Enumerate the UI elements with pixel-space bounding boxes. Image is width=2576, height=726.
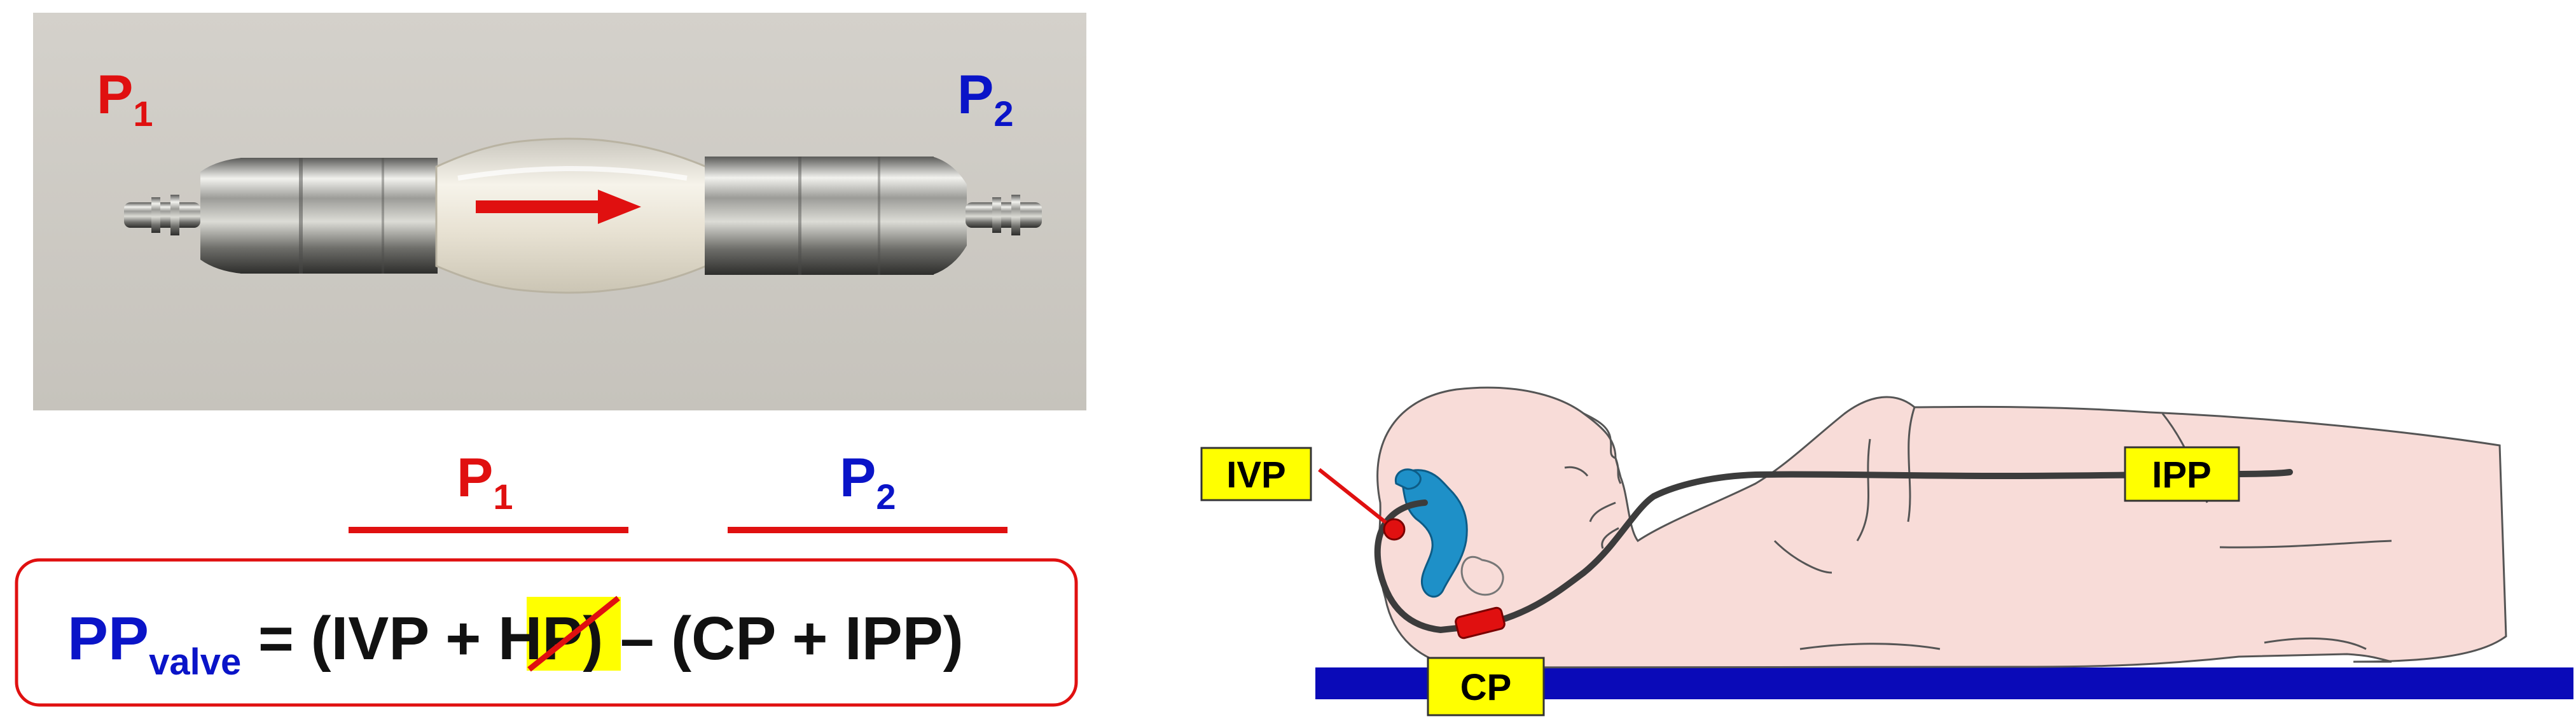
photo-p1-label: P1 bbox=[97, 64, 153, 134]
bracket-p2-line bbox=[728, 527, 1008, 533]
supine-patient-illustration: IVP IPP CP bbox=[1200, 386, 2573, 716]
ivp-dot bbox=[1383, 518, 1406, 541]
valve-right-connector bbox=[932, 157, 1042, 275]
bracket-p2-label: P2 bbox=[840, 447, 896, 517]
ivp-label: IVP bbox=[1226, 454, 1286, 496]
valve-tube bbox=[435, 137, 707, 294]
hp-strikethrough bbox=[527, 596, 620, 672]
photo-p2-label: P2 bbox=[957, 64, 1014, 134]
equation-text: PPvalve = (IVP + HP) – (CP + IPP) bbox=[67, 604, 964, 683]
valve-photo: P1 P2 bbox=[33, 13, 1086, 410]
valve-left-housing bbox=[240, 158, 438, 274]
cp-label: CP bbox=[1460, 667, 1512, 708]
bracket-p1-label: P1 bbox=[457, 447, 513, 517]
ear bbox=[1460, 555, 1504, 596]
valve-right-housing bbox=[705, 157, 934, 275]
flow-arrow bbox=[476, 190, 641, 224]
equation-box: PPvalve = (IVP + HP) – (CP + IPP) bbox=[15, 558, 1078, 707]
cp-valve-block bbox=[1455, 606, 1506, 639]
pressure-brackets: P1 P2 bbox=[349, 447, 1008, 533]
ivp-box bbox=[1200, 447, 1312, 501]
patient-body bbox=[1376, 386, 2507, 669]
ipp-label: IPP bbox=[2152, 454, 2212, 496]
cp-box bbox=[1427, 657, 1545, 716]
bracket-p1-line bbox=[349, 527, 628, 533]
ipp-box bbox=[2124, 446, 2240, 502]
valve-left-connector bbox=[124, 158, 242, 274]
ivp-pointer bbox=[1318, 468, 1394, 530]
